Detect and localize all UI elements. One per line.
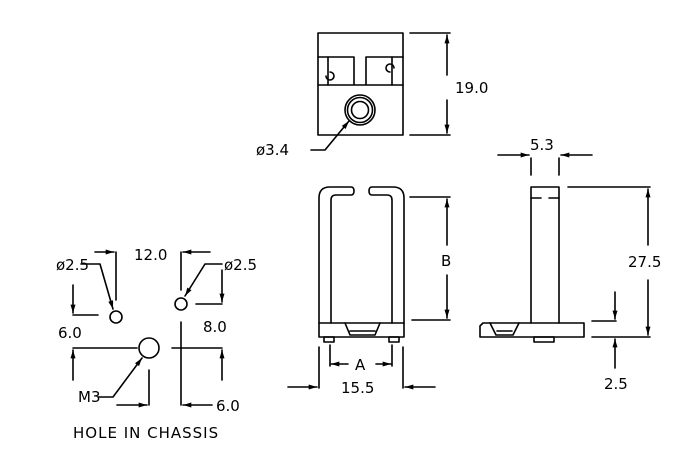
extension-lines xyxy=(329,344,393,367)
leader-line xyxy=(80,263,114,310)
side-view-base xyxy=(479,322,585,338)
side-view-countersink xyxy=(489,322,520,336)
front-view-countersink xyxy=(344,322,381,336)
right-small-hole xyxy=(174,297,188,311)
left-offset-label: 6.0 xyxy=(58,324,82,342)
hole-leader-line xyxy=(310,120,350,151)
m3-hole xyxy=(138,337,160,359)
front-view-right-foot xyxy=(388,336,400,343)
hole-outer-circle xyxy=(344,94,376,126)
top-view: 19.0 ø3.4 xyxy=(256,32,488,159)
hole-diameter-label: ø3.4 xyxy=(256,141,289,159)
side-view-foot xyxy=(533,336,555,343)
bottom-offset-label: 6.0 xyxy=(216,397,240,415)
front-view: B A 15.5 xyxy=(287,186,451,397)
base-thickness-label: 2.5 xyxy=(604,375,628,393)
chassis-hole-pattern: 12.0 ø2.5 ø2.5 6.0 8.0 M3 6.0 HOLE IN CH… xyxy=(56,246,257,442)
top-view-body xyxy=(317,32,404,136)
extension-lines xyxy=(567,186,651,338)
side-view-stem xyxy=(530,186,560,324)
extension-lines xyxy=(318,346,404,389)
total-height-label: 27.5 xyxy=(628,253,661,271)
left-hole-diameter-label: ø2.5 xyxy=(56,256,89,274)
hole-inner-circle xyxy=(350,100,370,120)
outer-width-label: 15.5 xyxy=(341,379,374,397)
hole-middle-circle xyxy=(346,96,374,124)
extension-lines xyxy=(409,32,451,136)
spacing-label: 12.0 xyxy=(134,246,167,264)
leader-line xyxy=(97,357,143,398)
front-view-right-arm xyxy=(368,186,405,324)
left-small-hole xyxy=(109,310,123,324)
leader-line xyxy=(184,263,223,297)
right-hole-diameter-label: ø2.5 xyxy=(224,256,257,274)
top-view-centerlines xyxy=(327,56,393,86)
front-view-left-arm xyxy=(318,186,355,324)
screw-symbol-icon xyxy=(325,63,395,81)
height-b-label: B xyxy=(441,252,451,270)
right-offset-label: 8.0 xyxy=(203,318,227,336)
chassis-caption: HOLE IN CHASSIS xyxy=(73,424,219,442)
front-view-base xyxy=(318,322,405,338)
front-view-left-foot xyxy=(323,336,335,343)
m3-label: M3 xyxy=(78,388,101,406)
extension-lines xyxy=(530,157,560,176)
top-view-slots xyxy=(317,56,404,86)
side-view: 5.3 27.5 2.5 xyxy=(479,136,661,393)
height-dimension-label: 19.0 xyxy=(455,79,488,97)
thickness-label: 5.3 xyxy=(530,136,554,154)
extension-lines xyxy=(409,196,451,321)
width-a-label: A xyxy=(355,356,366,374)
